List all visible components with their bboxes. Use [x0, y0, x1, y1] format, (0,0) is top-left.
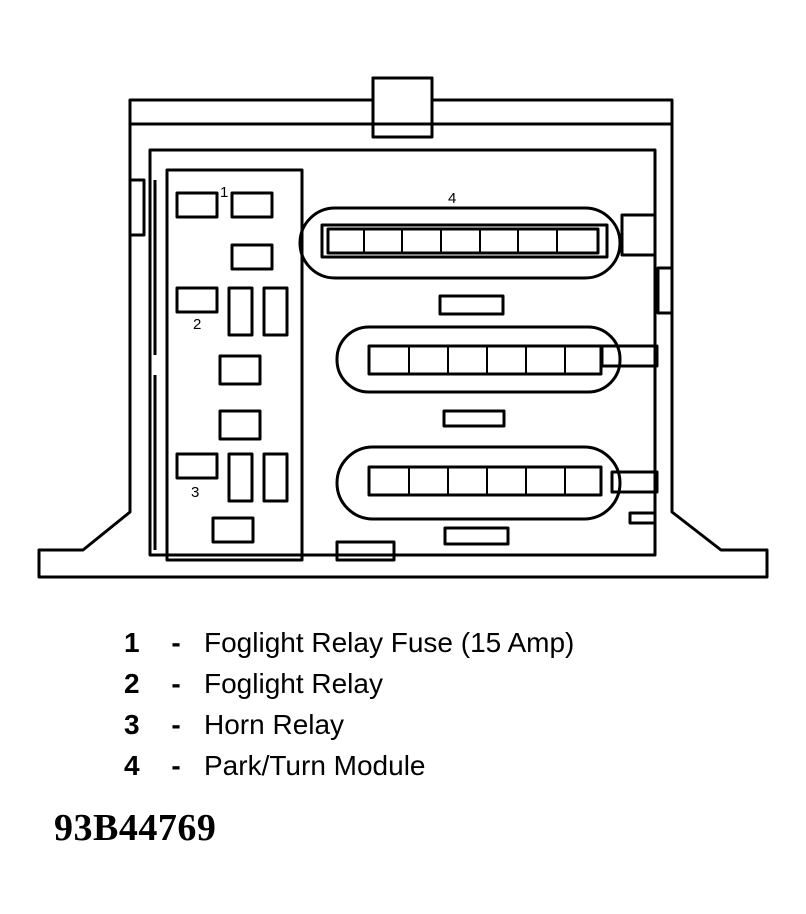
fuse-slot	[438, 294, 505, 316]
relay-subpanel	[165, 168, 304, 562]
right-notch	[620, 213, 655, 257]
fuse-slot	[211, 516, 255, 544]
module-2	[335, 325, 622, 394]
legend-dash: -	[171, 668, 181, 699]
relay-terminal	[227, 286, 254, 337]
callout-1: 1	[220, 184, 228, 201]
fuse-slot	[230, 191, 274, 219]
legend-label: Foglight Relay	[204, 668, 383, 699]
module-connector	[367, 465, 603, 497]
legend-item: 4 - Park/Turn Module	[124, 745, 574, 786]
module-pins	[408, 467, 566, 495]
left-side-tab	[128, 178, 146, 237]
legend-label: Foglight Relay Fuse (15 Amp)	[204, 627, 575, 658]
park-turn-module	[298, 206, 622, 280]
legend-dash: -	[171, 750, 181, 781]
module-pins	[408, 346, 566, 374]
callout-2: 2	[193, 316, 201, 333]
callout-4: 4	[448, 190, 456, 207]
legend-item: 1 - Foglight Relay Fuse (15 Amp)	[124, 622, 574, 663]
figure-id: 93B44769	[54, 807, 217, 849]
inner-panel	[148, 148, 657, 557]
module-pins	[363, 229, 558, 253]
relay-terminal	[262, 452, 289, 503]
legend-item: 3 - Horn Relay	[124, 704, 574, 745]
relay-terminal	[227, 452, 254, 503]
callout-3: 3	[191, 484, 199, 501]
fuse-slot	[230, 243, 274, 271]
bottom-connector	[335, 540, 396, 562]
fuse-slot	[442, 409, 506, 428]
legend-dash: -	[171, 709, 181, 740]
horn-relay	[175, 452, 219, 480]
legend-item: 2 - Foglight Relay	[124, 663, 574, 704]
relay-terminal	[262, 286, 289, 337]
foglight-relay	[175, 286, 219, 314]
legend-dash: -	[171, 627, 181, 658]
right-side-tab	[656, 266, 674, 315]
module-latch	[610, 470, 659, 494]
fuse-slot	[218, 409, 262, 441]
module-3	[335, 445, 622, 521]
module-connector	[326, 227, 600, 255]
legend: 1 - Foglight Relay Fuse (15 Amp) 2 - Fog…	[124, 622, 574, 786]
legend-label: Park/Turn Module	[204, 750, 426, 781]
legend-number: 4	[124, 750, 140, 781]
legend-label: Horn Relay	[204, 709, 345, 740]
module-connector	[320, 223, 609, 259]
top-connector	[371, 76, 434, 139]
legend-number: 1	[124, 627, 140, 658]
legend-number: 2	[124, 668, 140, 699]
fuse-slot	[175, 191, 219, 219]
corner-clip	[628, 511, 657, 525]
fuse-slot	[218, 354, 262, 386]
legend-number: 3	[124, 709, 140, 740]
module-connector	[367, 344, 603, 376]
fuse-slot	[443, 526, 510, 546]
module-latch	[600, 344, 659, 368]
fuse-block-diagram: 1 2 3 4	[37, 76, 769, 579]
